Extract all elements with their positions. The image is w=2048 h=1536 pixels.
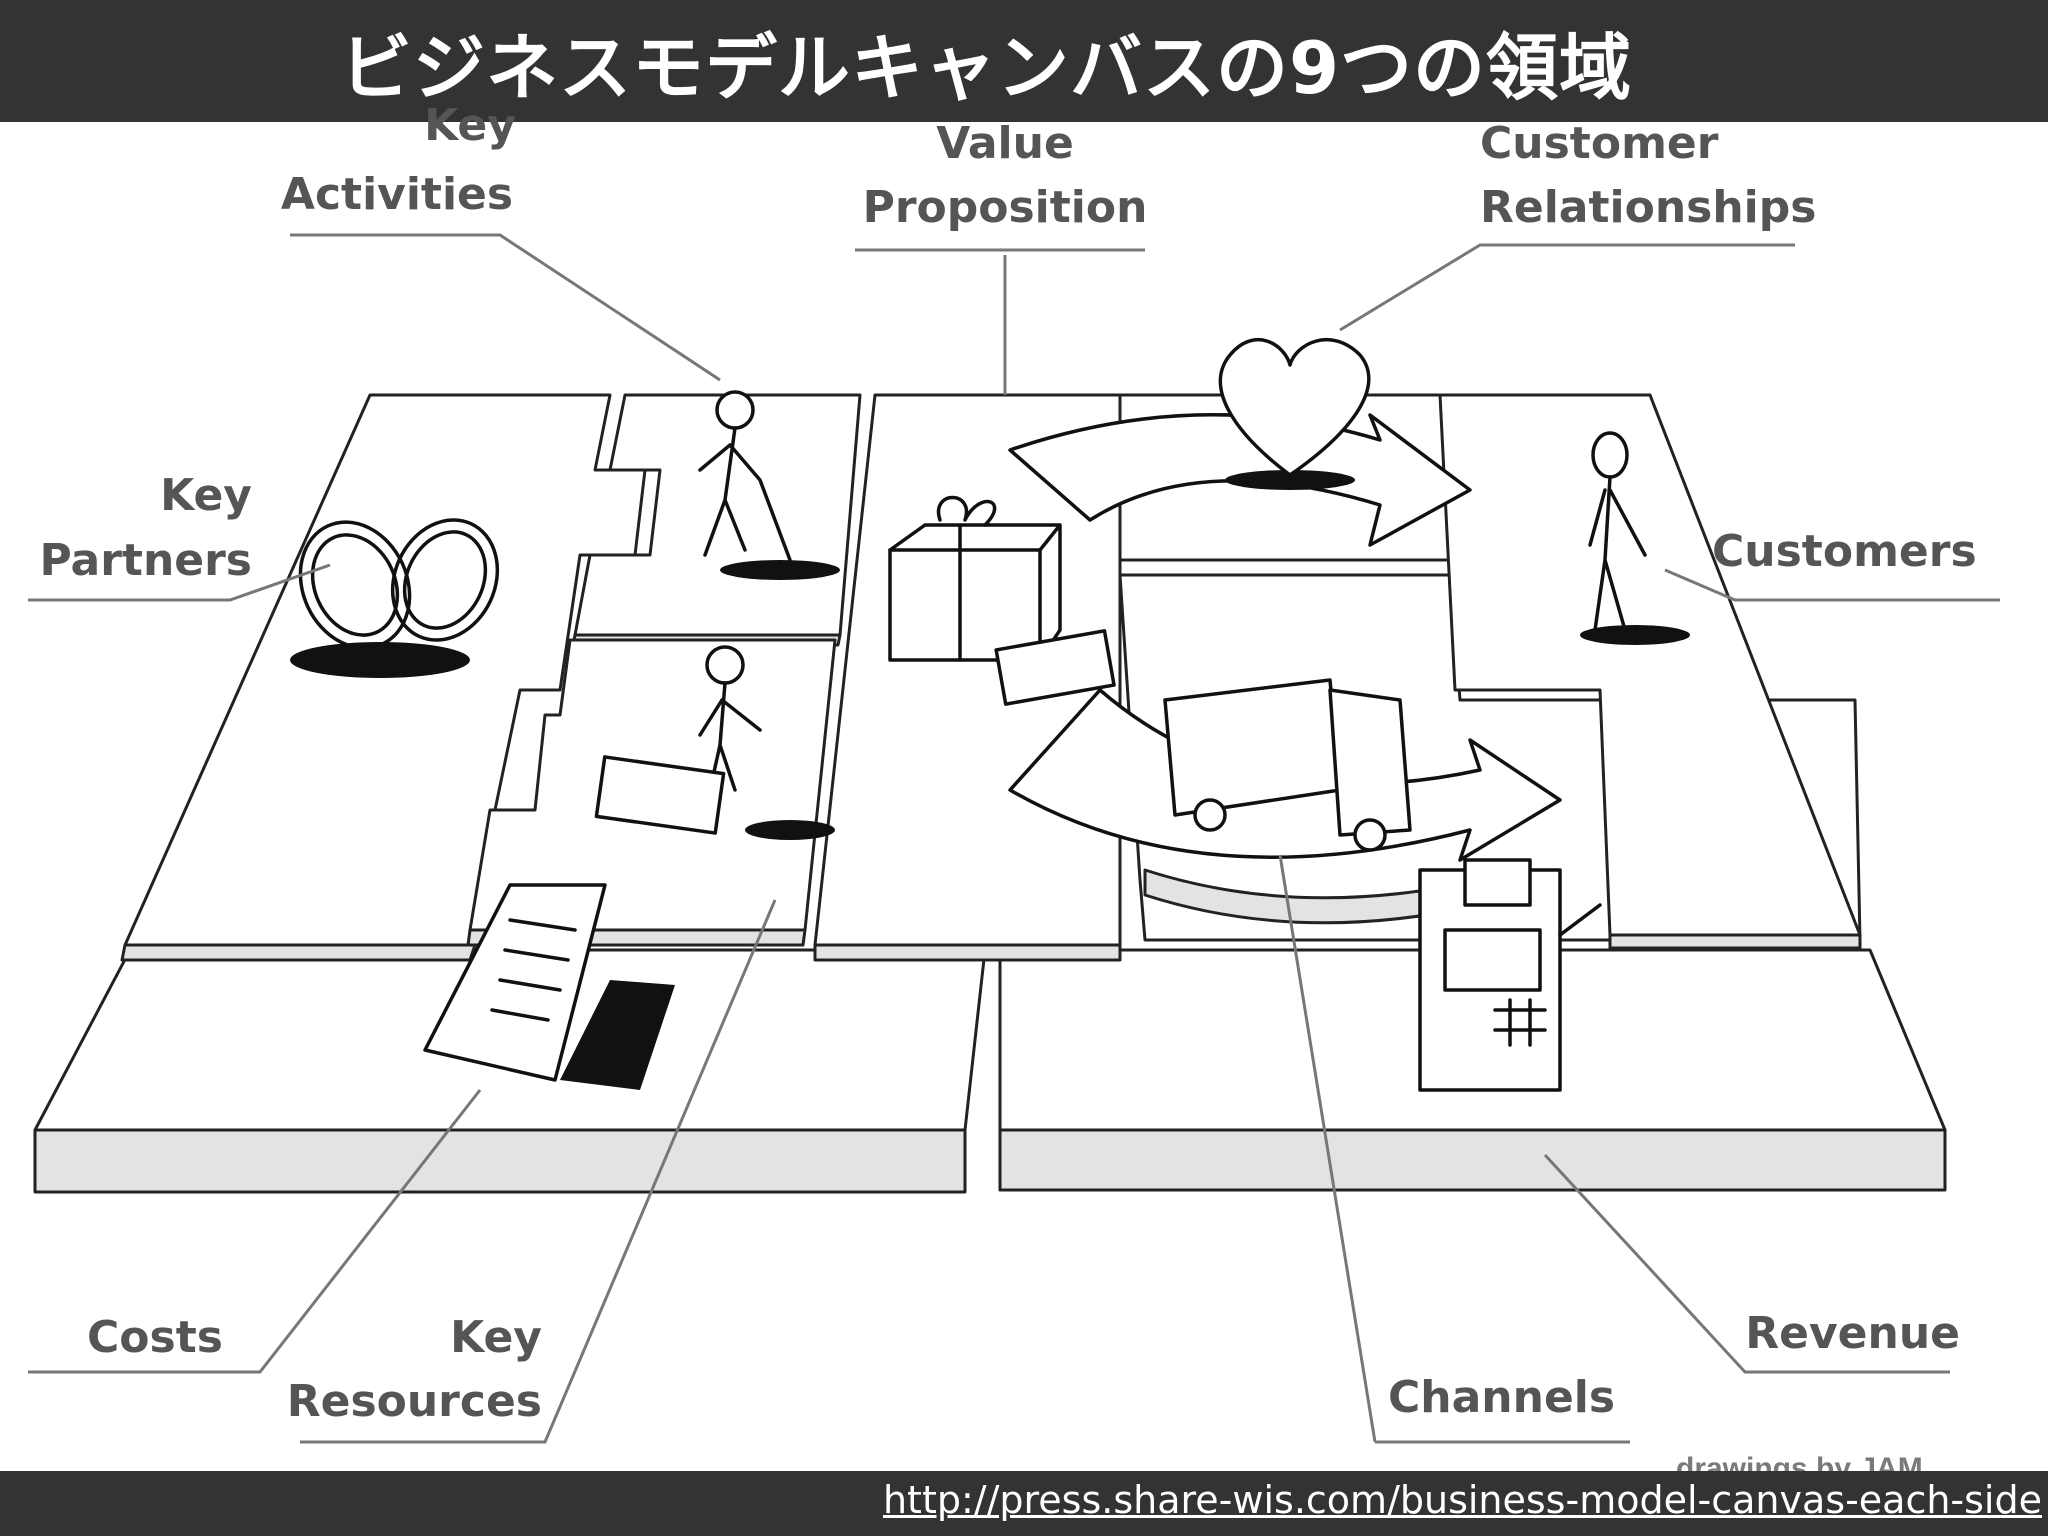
label-key-resources-line1: Key	[450, 1312, 542, 1363]
label-customer-relationships-line1: Customer	[1480, 118, 1719, 169]
page-title: ビジネスモデルキャンバスの9つの領域	[339, 25, 1633, 110]
label-channels: Channels	[1388, 1372, 1615, 1423]
label-key-partners-line2: Partners	[39, 535, 252, 586]
gift-box-icon	[888, 495, 1116, 706]
label-key-partners-line1: Key	[160, 470, 252, 521]
leader-lines	[28, 233, 2000, 1444]
label-key-activities-line2: Activities	[281, 169, 513, 220]
customer-figure-icon	[1580, 431, 1690, 645]
label-costs: Costs	[87, 1312, 223, 1363]
cash-register-icon	[1418, 858, 1602, 1092]
label-customers: Customers	[1712, 526, 1977, 577]
delivery-truck-icon	[1163, 678, 1412, 852]
digging-person-icon	[698, 390, 840, 580]
footer-bar	[0, 1471, 2048, 1536]
heart-icon	[1218, 337, 1371, 490]
contract-document-icon	[423, 883, 675, 1090]
label-key-resources-line2: Resources	[287, 1376, 542, 1427]
label-value-proposition-line2: Proposition	[863, 182, 1148, 233]
label-revenue: Revenue	[1745, 1308, 1960, 1359]
label-value-proposition-line1: Value	[936, 118, 1074, 169]
label-key-activities-line1: Key	[424, 100, 516, 151]
interlocked-rings-icon	[290, 518, 500, 678]
source-link[interactable]: http://press.share-wis.com/business-mode…	[882, 1478, 2042, 1522]
title-bar: ビジネスモデルキャンバスの9つの領域	[0, 0, 2048, 122]
label-customer-relationships-line2: Relationships	[1480, 182, 1816, 233]
worker-with-box-icon	[594, 645, 835, 840]
customer-segments-block	[1438, 393, 1862, 950]
